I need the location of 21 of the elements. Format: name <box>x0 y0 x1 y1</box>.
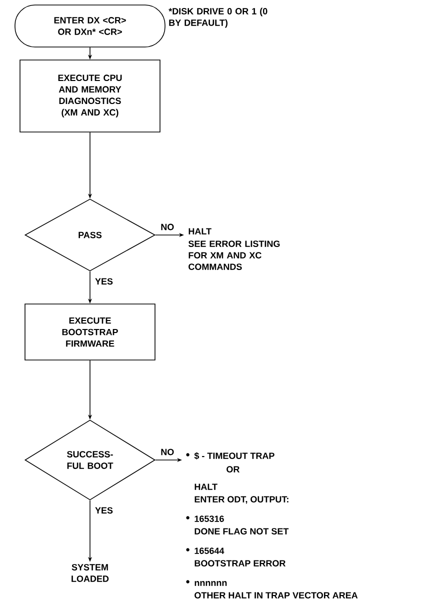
node-label: ENTER ODT, OUTPUT: <box>194 496 288 504</box>
outcome-list: $ - TIMEOUT TRAP OR HALT ENTER ODT, OUTPUT: 165316 DONE FLAG NOT SET 165644 BOOTSTRAP ERROR nnnnnn OTHER HALT IN TRAP VECTOR AREA <box>186 452 358 598</box>
node-label: DONE FLAG NOT SET <box>194 528 289 534</box>
edge-label: NO <box>160 448 176 456</box>
node-label: OR <box>226 466 240 472</box>
edge-label: YES <box>94 506 114 515</box>
node-label: 165644 <box>194 548 224 554</box>
process-box: EXECUTE BOOTSTRAP FIRMWARE <box>24 304 156 360</box>
end-text: SYSTEM LOADED <box>72 564 109 582</box>
edge-label: NO <box>160 222 176 232</box>
footnote-text: *DISK DRIVE 0 OR 1 (0 BY DEFAULT) <box>168 8 268 28</box>
start-terminal: ENTER DX <CR> OR DXn* <CR> <box>14 4 166 48</box>
node-label: nnnnnn <box>194 581 227 586</box>
node-label: OTHER HALT IN TRAP VECTOR AREA <box>194 592 358 598</box>
outcome-text: HALT SEE ERROR LISTING FOR XM AND XC COMMANDS <box>188 228 280 270</box>
node-label: $ - TIMEOUT TRAP <box>194 452 274 460</box>
process-box: EXECUTE CPU AND MEMORY DIAGNOSTICS (XM AND XC) <box>20 60 160 132</box>
node-label: 165316 <box>194 516 224 522</box>
node-label: BOOTSTRAP ERROR <box>194 560 286 566</box>
node-label: HALT <box>194 484 218 490</box>
edge-label: YES <box>94 277 114 286</box>
